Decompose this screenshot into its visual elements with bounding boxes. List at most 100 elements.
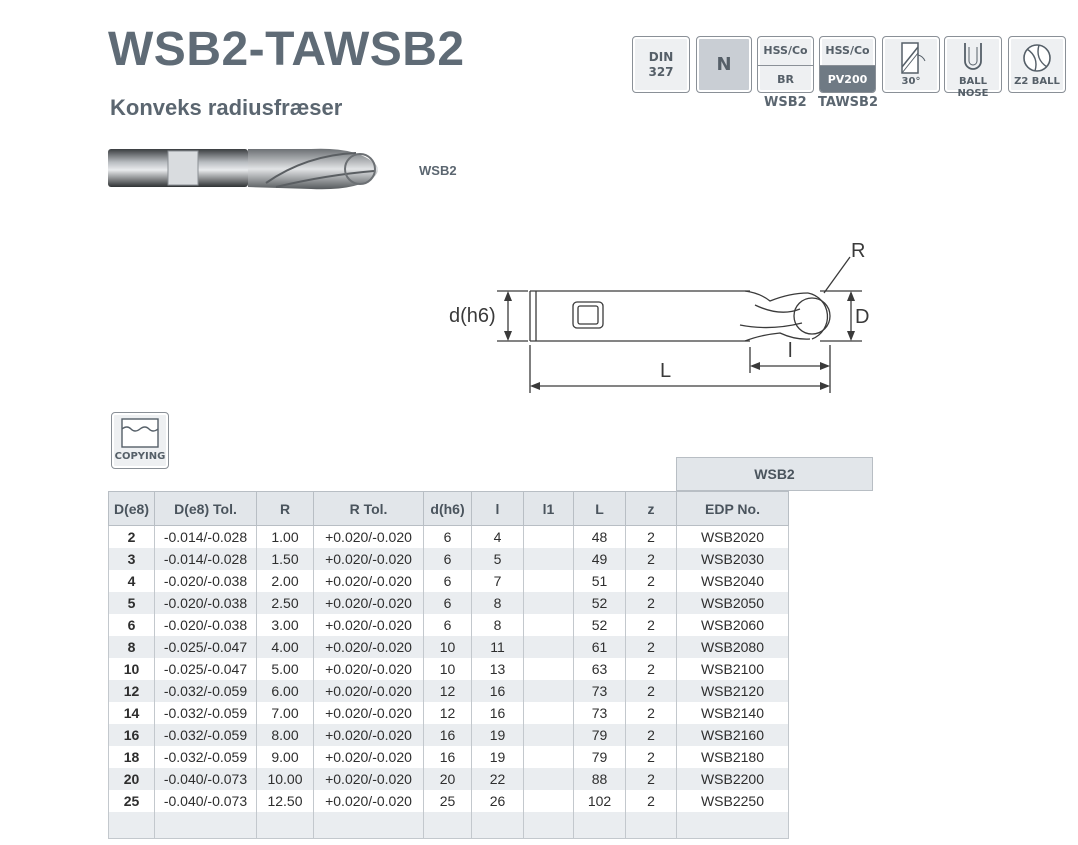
table-empty-row [108, 812, 789, 839]
cell-d-e8-tol: -0.014/-0.028 [154, 525, 257, 548]
cell-z: 2 [625, 680, 677, 702]
material-group-badge: N [696, 36, 752, 93]
cell-r: 10.00 [256, 768, 314, 790]
din-label: DIN [648, 50, 674, 64]
cell-d-e8: 20 [108, 768, 155, 790]
cell-overall-l: 48 [573, 525, 626, 548]
cell-d-h6: 6 [423, 548, 472, 570]
cell-l: 8 [471, 614, 524, 636]
cell-l1 [523, 680, 574, 702]
cell-d-e8: 14 [108, 702, 155, 724]
cell-r: 1.00 [256, 525, 314, 548]
cell-d-h6: 16 [423, 746, 472, 768]
cell-overall-l: 63 [573, 658, 626, 680]
col-header-d-h6: d(h6) [423, 491, 472, 526]
cell-r: 12.50 [256, 790, 314, 812]
cell-r-tol: +0.020/-0.020 [313, 768, 424, 790]
cell-d-e8: 18 [108, 746, 155, 768]
cell-l1 [523, 548, 574, 570]
cell-d-h6: 10 [423, 658, 472, 680]
cell-d-h6: 12 [423, 702, 472, 724]
cell-l1 [523, 702, 574, 724]
cell-r: 9.00 [256, 746, 314, 768]
radius-label: R [851, 240, 866, 262]
copying-icon [121, 418, 159, 448]
end-mill-photo [108, 148, 378, 190]
cell-d-h6: 10 [423, 636, 472, 658]
cell-r: 7.00 [256, 702, 314, 724]
cell-z: 2 [625, 614, 677, 636]
empty-cell [256, 812, 314, 839]
cell-l: 5 [471, 548, 524, 570]
cell-edp: WSB2250 [676, 790, 789, 812]
col-header-r: R [256, 491, 314, 526]
cell-z: 2 [625, 548, 677, 570]
cell-d-e8-tol: -0.032/-0.059 [154, 680, 257, 702]
cell-r: 2.00 [256, 570, 314, 592]
cell-d-e8: 16 [108, 724, 155, 746]
table-group-label: WSB2 [754, 466, 795, 482]
cell-r-tol: +0.020/-0.020 [313, 614, 424, 636]
wsb2-substrate-label: HSS/Co [758, 37, 813, 66]
cell-d-e8: 2 [108, 525, 155, 548]
cell-r-tol: +0.020/-0.020 [313, 790, 424, 812]
cell-d-e8: 6 [108, 614, 155, 636]
ball-nose-badge: BALL NOSE [944, 36, 1002, 99]
page-subtitle: Konveks radiusfræser [110, 95, 343, 120]
col-header-z: z [625, 491, 677, 526]
helix-angle-label: 30° [901, 76, 921, 87]
cell-overall-l: 52 [573, 614, 626, 636]
cell-r-tol: +0.020/-0.020 [313, 658, 424, 680]
cell-l: 8 [471, 592, 524, 614]
cell-d-e8: 3 [108, 548, 155, 570]
table-header-row: D(e8) D(e8) Tol. R R Tol. d(h6) l l1 L z… [108, 491, 789, 526]
cell-d-e8-tol: -0.032/-0.059 [154, 746, 257, 768]
cell-d-e8: 10 [108, 658, 155, 680]
cell-d-e8-tol: -0.032/-0.059 [154, 702, 257, 724]
helix-angle-icon [901, 42, 926, 74]
cell-d-e8-tol: -0.032/-0.059 [154, 724, 257, 746]
ball-nose-icon [964, 43, 982, 70]
cell-l: 13 [471, 658, 524, 680]
cell-overall-l: 79 [573, 746, 626, 768]
cell-edp: WSB2180 [676, 746, 789, 768]
cell-l: 19 [471, 746, 524, 768]
material-group-label: N [716, 54, 732, 75]
flute-length-label: l [788, 340, 793, 362]
cell-edp: WSB2030 [676, 548, 789, 570]
cell-z: 2 [625, 768, 677, 790]
cell-z: 2 [625, 702, 677, 724]
cell-l1 [523, 790, 574, 812]
cell-z: 2 [625, 570, 677, 592]
cell-d-e8-tol: -0.025/-0.047 [154, 658, 257, 680]
cell-overall-l: 102 [573, 790, 626, 812]
cell-d-e8: 5 [108, 592, 155, 614]
din-standard-badge: DIN 327 [632, 36, 690, 93]
cell-edp: WSB2040 [676, 570, 789, 592]
table-group-header: WSB2 [676, 457, 873, 491]
cell-d-e8-tol: -0.025/-0.047 [154, 636, 257, 658]
cell-r-tol: +0.020/-0.020 [313, 680, 424, 702]
cell-l1 [523, 746, 574, 768]
cell-z: 2 [625, 658, 677, 680]
cell-r: 2.50 [256, 592, 314, 614]
tawsb2-coating-label: PV200 [820, 66, 875, 92]
cell-z: 2 [625, 592, 677, 614]
cell-d-e8: 25 [108, 790, 155, 812]
cell-l: 16 [471, 702, 524, 724]
cell-z: 2 [625, 724, 677, 746]
cell-l1 [523, 724, 574, 746]
cell-overall-l: 51 [573, 570, 626, 592]
cell-d-e8-tol: -0.020/-0.038 [154, 570, 257, 592]
cell-z: 2 [625, 746, 677, 768]
cell-r: 4.00 [256, 636, 314, 658]
col-header-overall-l: L [573, 491, 626, 526]
shank-diameter-label: d(h6) [449, 305, 496, 327]
